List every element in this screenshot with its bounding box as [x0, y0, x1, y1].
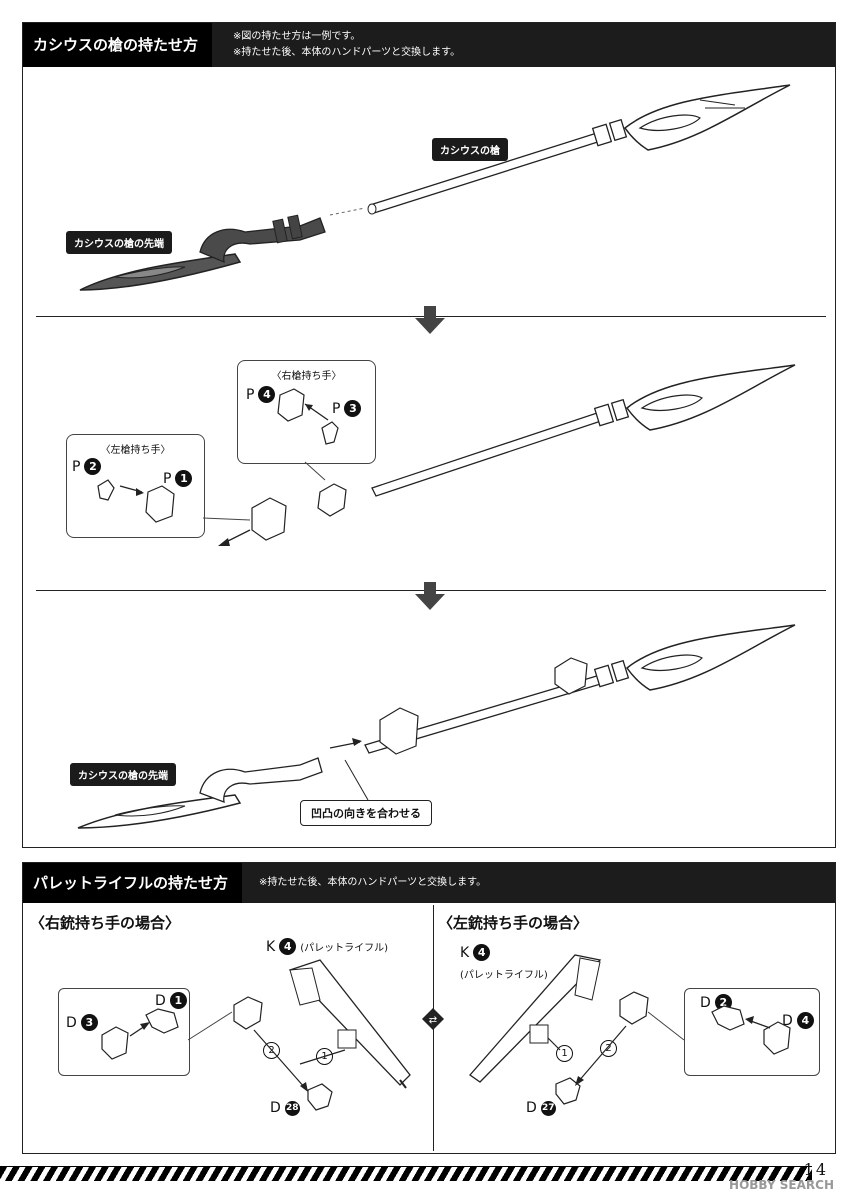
left-hand-callout	[684, 988, 820, 1076]
svg-text:⇄: ⇄	[429, 1015, 437, 1026]
right-hand-callout	[58, 988, 190, 1076]
right-gun-grip-heading: 〈右銃持ち手の場合〉	[30, 914, 181, 932]
align-hint: 凹凸の向きを合わせる	[300, 800, 432, 826]
spear-label: カシウスの槍	[432, 138, 508, 161]
spear-tip-label: カシウスの槍の先端	[66, 231, 172, 254]
footer-stripes	[0, 1166, 812, 1181]
right-grip-title: 〈右槍持ち手〉	[271, 371, 342, 382]
spear-step1-illustration	[79, 84, 791, 291]
page-number: 14	[803, 1160, 828, 1179]
spear-note-1: ※図の持たせ方は一例です。	[233, 31, 361, 42]
spear-step3-illustration	[77, 624, 796, 829]
down-arrow-icon	[415, 306, 445, 334]
rifle-note: ※持たせた後、本体のハンドパーツと交換します。	[259, 877, 487, 888]
spear-step2-illustration	[97, 364, 796, 546]
swap-icon: ⇄	[422, 1008, 444, 1030]
rifle-section: パレットライフルの持たせ方 ※持たせた後、本体のハンドパーツと交換します。	[22, 862, 836, 1154]
down-arrow-icon-2	[415, 582, 445, 610]
spear-note-2: ※持たせた後、本体のハンドパーツと交換します。	[233, 47, 461, 58]
left-gun-grip-heading: 〈左銃持ち手の場合〉	[438, 914, 589, 932]
spear-section-header: カシウスの槍の持たせ方 ※図の持たせ方は一例です。 ※持たせた後、本体のハンドパ…	[23, 23, 835, 67]
rifle-section-title: パレットライフルの持たせ方	[23, 863, 243, 903]
left-step-1: 1	[556, 1045, 573, 1062]
watermark: HOBBY SEARCH	[729, 1178, 834, 1192]
left-grip-title: 〈左槍持ち手〉	[100, 445, 171, 456]
left-part-name: (パレットライフル)	[460, 970, 548, 981]
spear-tip-label-2: カシウスの槍の先端	[70, 763, 176, 786]
rifle-section-header: パレットライフルの持たせ方 ※持たせた後、本体のハンドパーツと交換します。	[23, 863, 835, 903]
left-step-2: 2	[600, 1040, 617, 1057]
spear-section-title: カシウスの槍の持たせ方	[23, 23, 213, 67]
